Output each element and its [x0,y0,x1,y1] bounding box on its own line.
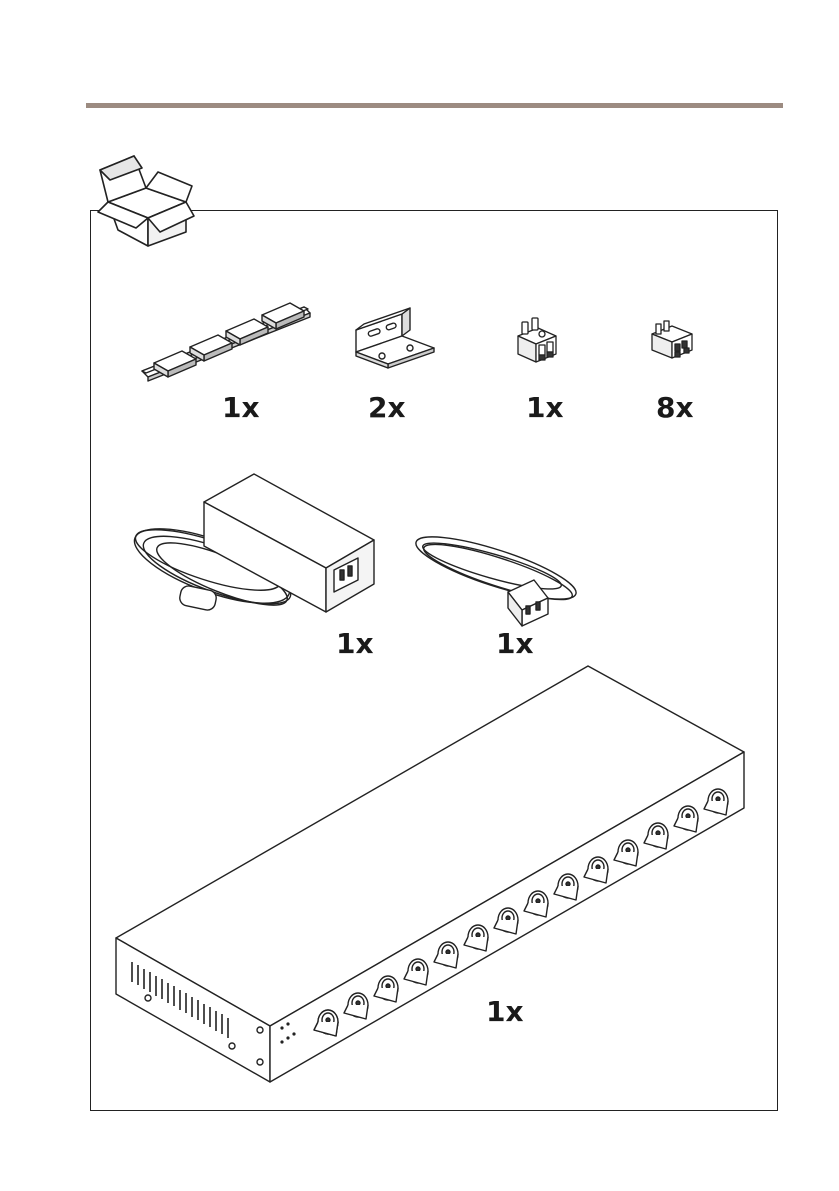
rubber-feet-quantity: 1x [222,394,260,422]
video-encoder-quantity: 1x [486,998,524,1026]
power-adapter-quantity: 1x [336,630,374,658]
terminal-block-2pin-image [508,314,562,370]
power-cord-image [410,518,582,630]
terminal-block-4pin-image [644,318,700,366]
power-adapter-image [122,470,378,635]
power-cord-quantity: 1x [496,630,534,658]
header-rule [86,103,783,108]
mounting-bracket-image [348,300,440,372]
mounting-bracket-quantity: 2x [368,394,406,422]
rubber-feet-image [138,287,313,387]
terminal-block-4pin-quantity: 8x [656,394,694,422]
open-box-icon [96,128,196,250]
video-encoder-image [112,662,754,1088]
terminal-block-2pin-quantity: 1x [526,394,564,422]
